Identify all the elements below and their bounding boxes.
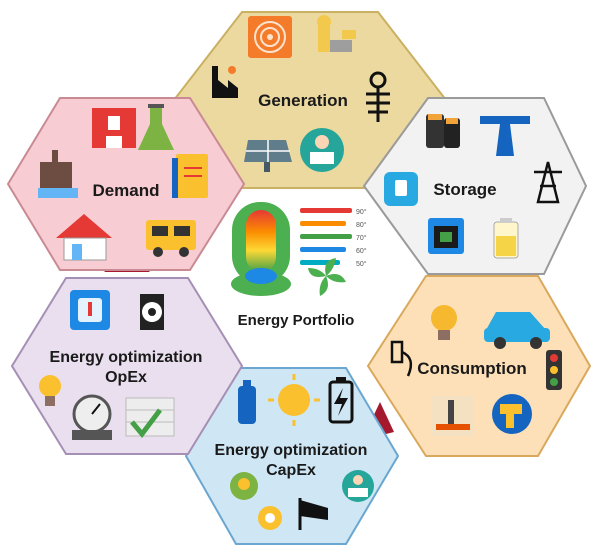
segment-capex: Energy optimization CapEx <box>184 367 400 545</box>
battery-icon <box>493 218 519 259</box>
factory-icon <box>212 66 238 98</box>
checklist-icon <box>125 397 175 439</box>
segment-storage: Storage <box>362 97 588 275</box>
gas-cylinder-icon <box>238 380 256 424</box>
scale-bar <box>300 208 352 213</box>
segment-demand: Demand <box>6 97 246 271</box>
power-plant-icon <box>317 15 356 52</box>
capex-label-line1: Energy optimization <box>215 442 368 459</box>
battery-charging-icon <box>328 377 354 424</box>
storage-hexagon <box>362 97 588 275</box>
scale-label: 70° <box>356 234 367 242</box>
fish-skeleton-icon <box>366 71 390 122</box>
segment-opex: Energy optimization OpEx <box>10 277 244 455</box>
windsock-icon <box>298 498 328 530</box>
traffic-light-icon <box>546 350 562 390</box>
spool-icon <box>140 294 164 330</box>
hospital-icon <box>92 108 136 148</box>
scale-label: 80° <box>356 221 367 229</box>
recycle-icon <box>258 506 282 530</box>
scale-bar <box>300 221 346 226</box>
house-icon <box>56 214 112 261</box>
solar-panel-icon <box>244 140 292 172</box>
reading-person-icon <box>342 470 374 502</box>
radar-icon <box>248 16 292 58</box>
capex-label-line2: CapEx <box>266 462 316 479</box>
storage-label: Storage <box>433 180 496 199</box>
scale-bar <box>300 234 352 239</box>
opex-hexagon <box>10 277 244 455</box>
batteries-icon <box>426 114 460 148</box>
power-pylon-icon <box>480 116 530 156</box>
segment-generation: Generation <box>172 11 448 189</box>
generator-icon <box>428 218 464 254</box>
opex-label-line2: OpEx <box>105 369 147 386</box>
document-icon <box>172 154 208 198</box>
truck-icon <box>146 220 196 257</box>
industry-icon <box>38 150 78 198</box>
sun-icon <box>268 374 320 426</box>
thermometer-icon <box>231 202 291 296</box>
flask-icon <box>138 104 174 150</box>
scale-label: 50° <box>356 260 367 268</box>
smartphone-icon <box>384 172 418 206</box>
light-bulb-icon <box>431 305 457 340</box>
electric-car-icon <box>484 312 550 349</box>
stopwatch-icon <box>72 394 112 440</box>
idea-bulb-icon <box>230 472 258 500</box>
cpu-thermometer-icon <box>70 290 110 330</box>
reading-person-icon <box>300 128 344 172</box>
center-energy-portfolio: 90° 80° 70° 60° 50° Energy Portfolio <box>231 202 367 329</box>
lamp-icon <box>39 375 61 406</box>
scale-label: 60° <box>356 247 367 255</box>
transmission-tower-icon <box>534 161 562 204</box>
demand-label: Demand <box>92 181 159 200</box>
consumption-label: Consumption <box>417 359 527 378</box>
plug-icon <box>390 340 413 377</box>
segment-consumption: Consumption <box>366 275 592 457</box>
generation-label: Generation <box>258 91 348 110</box>
oil-rig-icon <box>432 396 474 436</box>
opex-label-line1: Energy optimization <box>50 349 203 366</box>
drill-icon <box>492 394 532 434</box>
fan-icon <box>308 258 346 296</box>
center-label: Energy Portfolio <box>238 312 355 329</box>
scale-label: 90° <box>356 208 367 216</box>
scale-bar <box>300 247 346 252</box>
